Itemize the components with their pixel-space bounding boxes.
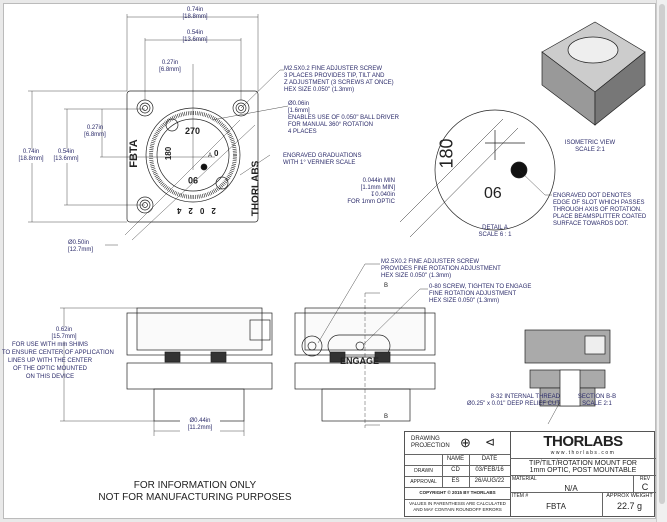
material-value: N/A: [564, 484, 578, 493]
front-view: [294, 263, 436, 428]
thorlabs-logo: THORLABS: [543, 433, 623, 450]
dim-height-outer: 0.74in[18.8mm]: [15, 149, 47, 163]
first-angle-projection-icon: ⊕: [460, 435, 471, 450]
isometric-view: [541, 21, 646, 126]
vertical-scrollbar[interactable]: [656, 0, 667, 522]
approval-date: 26/AUG/22: [474, 478, 505, 484]
dim-post-diameter: Ø0.44in[11.2mm]: [180, 418, 220, 432]
dim-width-outer: 0.74in[18.8mm]: [182, 7, 208, 20]
detail-a-view: [399, 109, 556, 238]
scrollbar-thumb[interactable]: [659, 4, 665, 504]
top-view: [28, 14, 289, 246]
approval-name: ES: [451, 478, 460, 484]
weight-value: 22.7 g: [616, 501, 643, 511]
item-value: FBTA: [546, 502, 566, 511]
dial-label-270: 270: [185, 126, 201, 136]
website: www.thorlabs.com: [550, 450, 616, 456]
col-name: NAME: [446, 456, 465, 462]
section-marker-top: B: [384, 283, 389, 289]
copyright: COPYRIGHT © 2015 BY THORLABS: [419, 490, 496, 495]
detail-marker: A: [208, 153, 213, 159]
dial-label-180: 180: [164, 146, 174, 161]
rev-value: C: [641, 482, 649, 492]
dim-width-inner: 0.54in[13.6mm]: [182, 30, 208, 43]
section-b-b-view: [524, 329, 611, 425]
dial-label-0: 0: [214, 149, 219, 158]
engraving-model: FBTA: [127, 139, 140, 168]
weight-label: APPROX WEIGHT: [606, 493, 653, 499]
note-ball-driver-hole: Ø0.06in[1.6mm]ENABLES USE OF 0.050" BALL…: [288, 101, 399, 135]
dim-diameter: Ø0.50in[12.7mm]: [68, 240, 94, 253]
dial-label-90: 90: [188, 175, 199, 185]
dim-height: 0.62in[15.7mm]: [48, 327, 80, 341]
dim-half-horizontal: 0.27in[6.8mm]: [159, 60, 181, 73]
drawn-name: CD: [451, 467, 460, 473]
side-view: [60, 307, 273, 436]
section-marker-bottom: B: [384, 414, 389, 420]
engraving-brand: THORLABS: [250, 160, 262, 217]
detail-label-90: 90: [484, 183, 502, 200]
col-date: DATE: [481, 456, 498, 462]
dim-half-vertical: 0.27in[6.8mm]: [84, 125, 106, 138]
material-label: MATERIAL: [512, 476, 537, 482]
title-block: DRAWING PROJECTION ⊕ ⊲ NAME DATE DRAWN C…: [404, 431, 656, 517]
engraving-engage: ENGAGE: [340, 356, 380, 366]
vernier-labels: 2024: [170, 206, 216, 215]
item-label: ITEM #: [512, 493, 529, 499]
projection-label: DRAWING PROJECTION: [411, 436, 450, 449]
dim-height-inner: 0.54in[13.6mm]: [50, 149, 82, 163]
rev-label: REV: [639, 476, 651, 482]
approval-label: APPROVAL: [410, 479, 437, 485]
drawn-date: 03/FEB/16: [475, 467, 504, 473]
drawn-label: DRAWN: [414, 468, 433, 474]
detail-label-180: 180: [436, 138, 457, 169]
cone-projection-icon: ⊲: [485, 435, 496, 449]
